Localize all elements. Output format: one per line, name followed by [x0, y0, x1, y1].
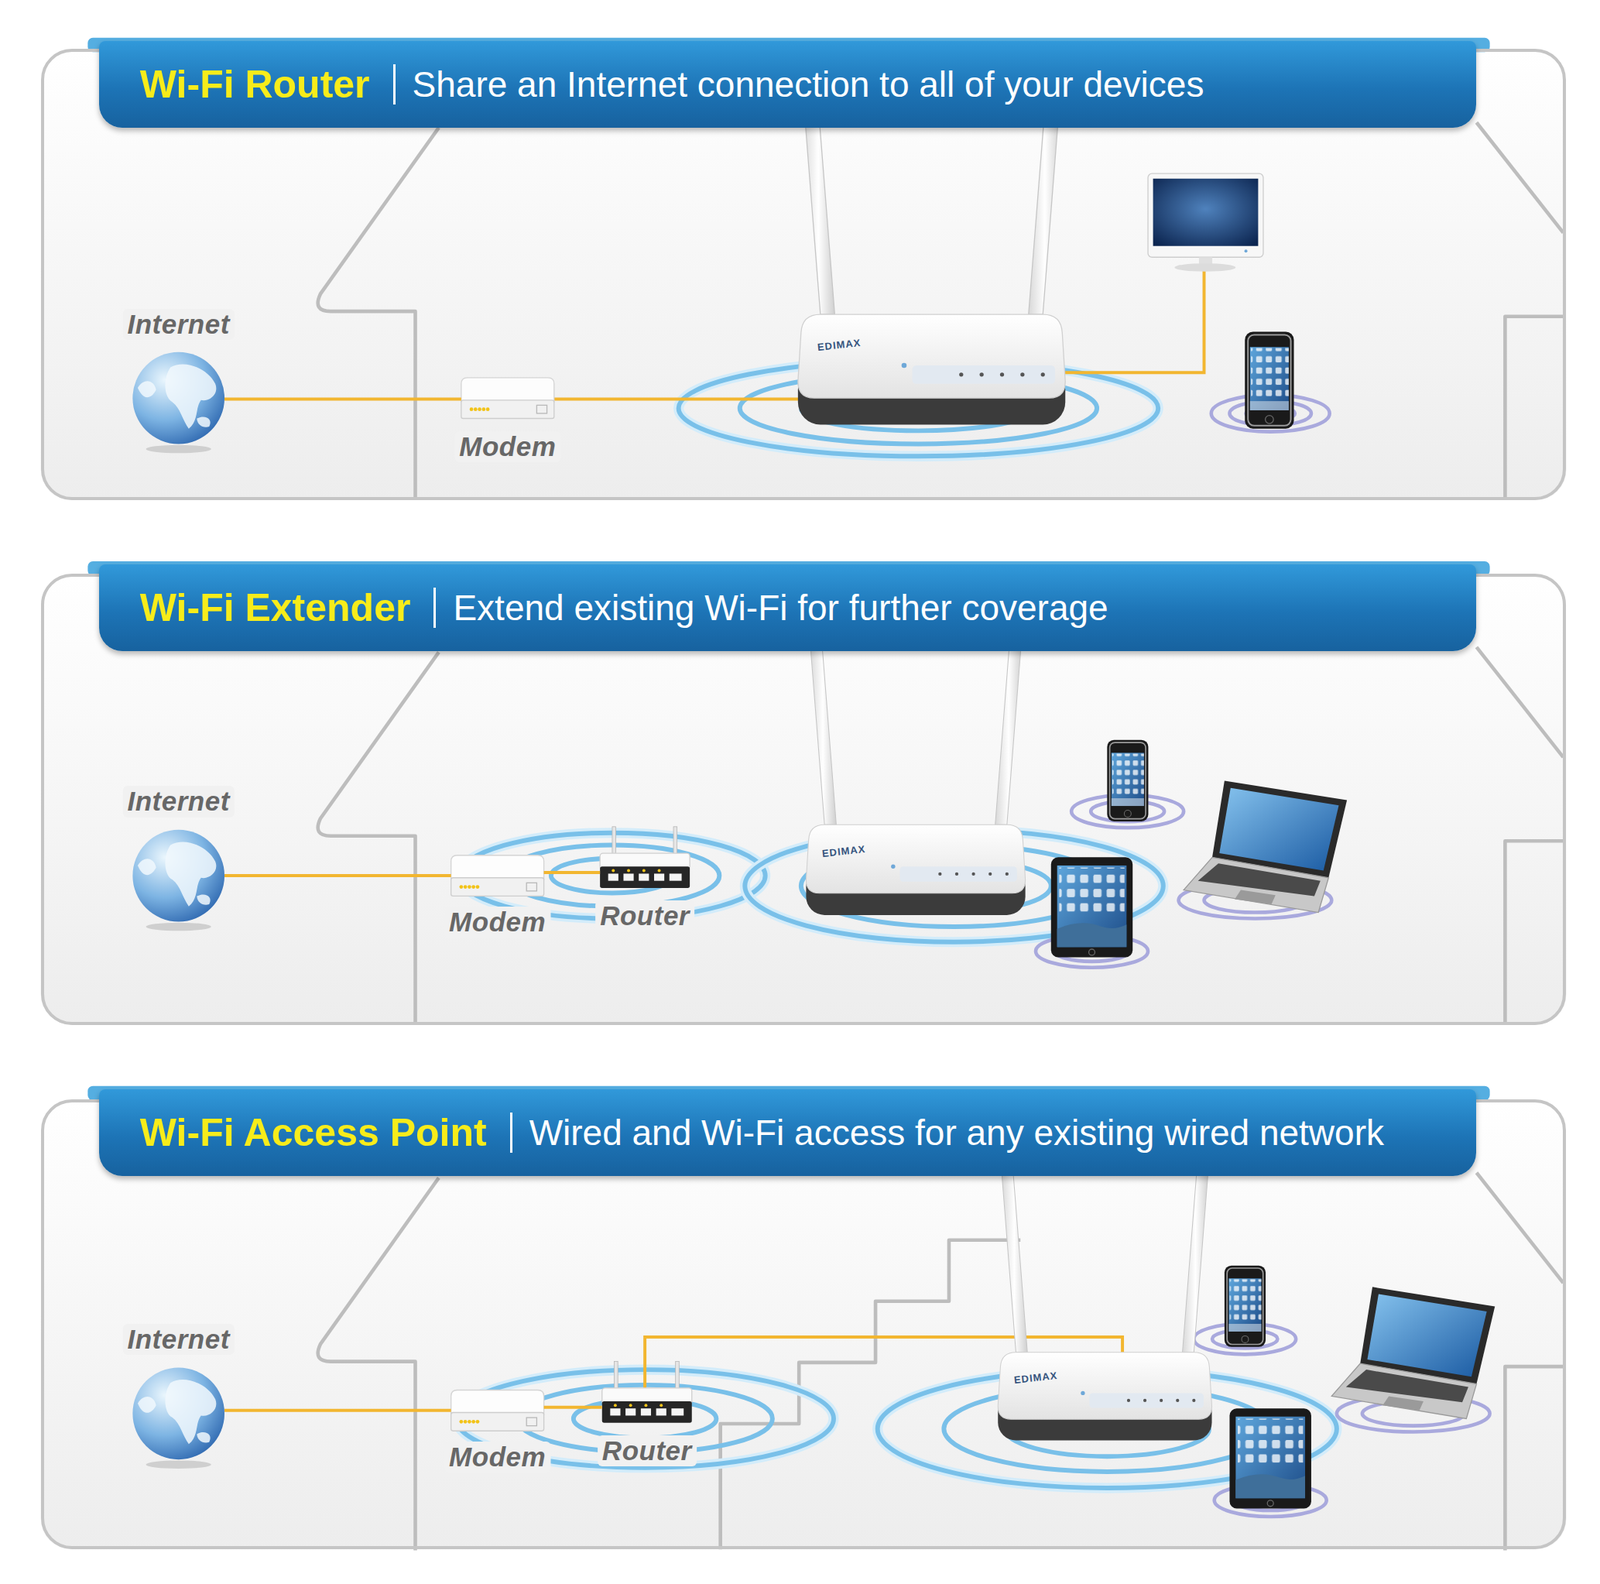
router-icon [602, 1361, 693, 1423]
logo-holder: EDIMAX [821, 841, 867, 860]
mode-description: Extend existing Wi-Fi for further covera… [452, 586, 1108, 629]
internet-label: Internet [122, 785, 234, 817]
phone-icon [1106, 740, 1148, 822]
cable-line [224, 397, 462, 401]
phone-icon [1224, 1265, 1266, 1347]
phone-icon [1244, 331, 1294, 429]
logo-holder: EDIMAX [816, 335, 862, 354]
device-box: Router [602, 1387, 693, 1425]
label-holder: Internet [122, 1323, 234, 1355]
globe-icon [132, 352, 225, 445]
device-box: Modem [451, 1389, 545, 1431]
label-holder: Router [597, 1435, 697, 1467]
mode-panel: Wi-Fi Router Share an Internet connection… [41, 48, 1567, 501]
title-separator [510, 1112, 513, 1153]
tablet-icon [1051, 856, 1133, 957]
label-holder: Modem [444, 906, 551, 938]
mode-description: Share an Internet connection to all of y… [412, 63, 1205, 106]
label-holder: Modem [444, 1441, 551, 1473]
device-label: Modem [444, 906, 551, 938]
globe-shadow [146, 922, 212, 932]
mode-panel: Wi-Fi Extender Extend existing Wi-Fi for … [41, 573, 1567, 1025]
internet-globe: Internet [132, 1367, 225, 1460]
router-icon [599, 826, 690, 888]
logo-holder: EDIMAX [1013, 1367, 1059, 1387]
globe-icon [132, 1367, 225, 1460]
brand-logo: EDIMAX [1013, 1369, 1059, 1386]
modem-icon [451, 855, 545, 897]
internet-label: Internet [122, 308, 234, 340]
access-point-device [997, 1163, 1212, 1441]
internet-globe: Internet [132, 829, 225, 922]
mode-title: Wi-Fi Router [140, 61, 371, 107]
brand-logo: EDIMAX [816, 336, 862, 353]
house-outline [318, 1172, 1564, 1551]
tablet-icon [1229, 1408, 1311, 1508]
label-holder: Router [595, 900, 695, 932]
mode-panel: Wi-Fi Access Point Wired and Wi-Fi access… [41, 1099, 1567, 1549]
laptop-icon [1331, 1286, 1495, 1419]
wire [1064, 269, 1205, 373]
device-label: Modem [454, 431, 561, 463]
globe-icon [132, 829, 225, 922]
device-box: Modem [451, 855, 545, 897]
modem-icon [461, 377, 555, 419]
title-separator [393, 64, 396, 105]
modem-icon [451, 1389, 545, 1431]
cable-line [544, 1405, 603, 1409]
title-banner: Wi-Fi Extender Extend existing Wi-Fi for … [99, 564, 1477, 651]
house-outline [318, 122, 1564, 501]
label-holder: Internet [122, 308, 234, 340]
device-label: Modem [444, 1441, 551, 1473]
monitor-icon [1147, 173, 1264, 272]
access-point-device [798, 78, 1066, 425]
device-label: Router [597, 1435, 697, 1467]
internet-label: Internet [122, 1323, 234, 1355]
access-point-device [805, 630, 1025, 915]
cable-line [224, 1408, 452, 1412]
device-box: Modem [461, 377, 555, 421]
label-holder: Modem [454, 431, 561, 463]
wire [554, 397, 801, 401]
mode-title: Wi-Fi Access Point [140, 1110, 487, 1155]
title-banner: Wi-Fi Router Share an Internet connection… [99, 41, 1477, 128]
laptop-icon [1183, 780, 1347, 912]
device-box: Router [599, 853, 690, 890]
cable-line [544, 870, 601, 874]
brand-logo: EDIMAX [821, 842, 867, 860]
mode-title: Wi-Fi Extender [140, 585, 412, 631]
globe-shadow [146, 445, 212, 454]
label-holder: Internet [122, 785, 234, 817]
title-separator [433, 587, 436, 628]
title-banner: Wi-Fi Access Point Wired and Wi-Fi access… [99, 1089, 1477, 1176]
cable-line [224, 873, 452, 878]
mode-description: Wired and Wi-Fi access for any existing … [529, 1111, 1385, 1154]
stairs-outline [720, 1240, 1021, 1549]
device-label: Router [595, 900, 695, 932]
globe-shadow [146, 1459, 212, 1469]
internet-globe: Internet [132, 352, 225, 445]
